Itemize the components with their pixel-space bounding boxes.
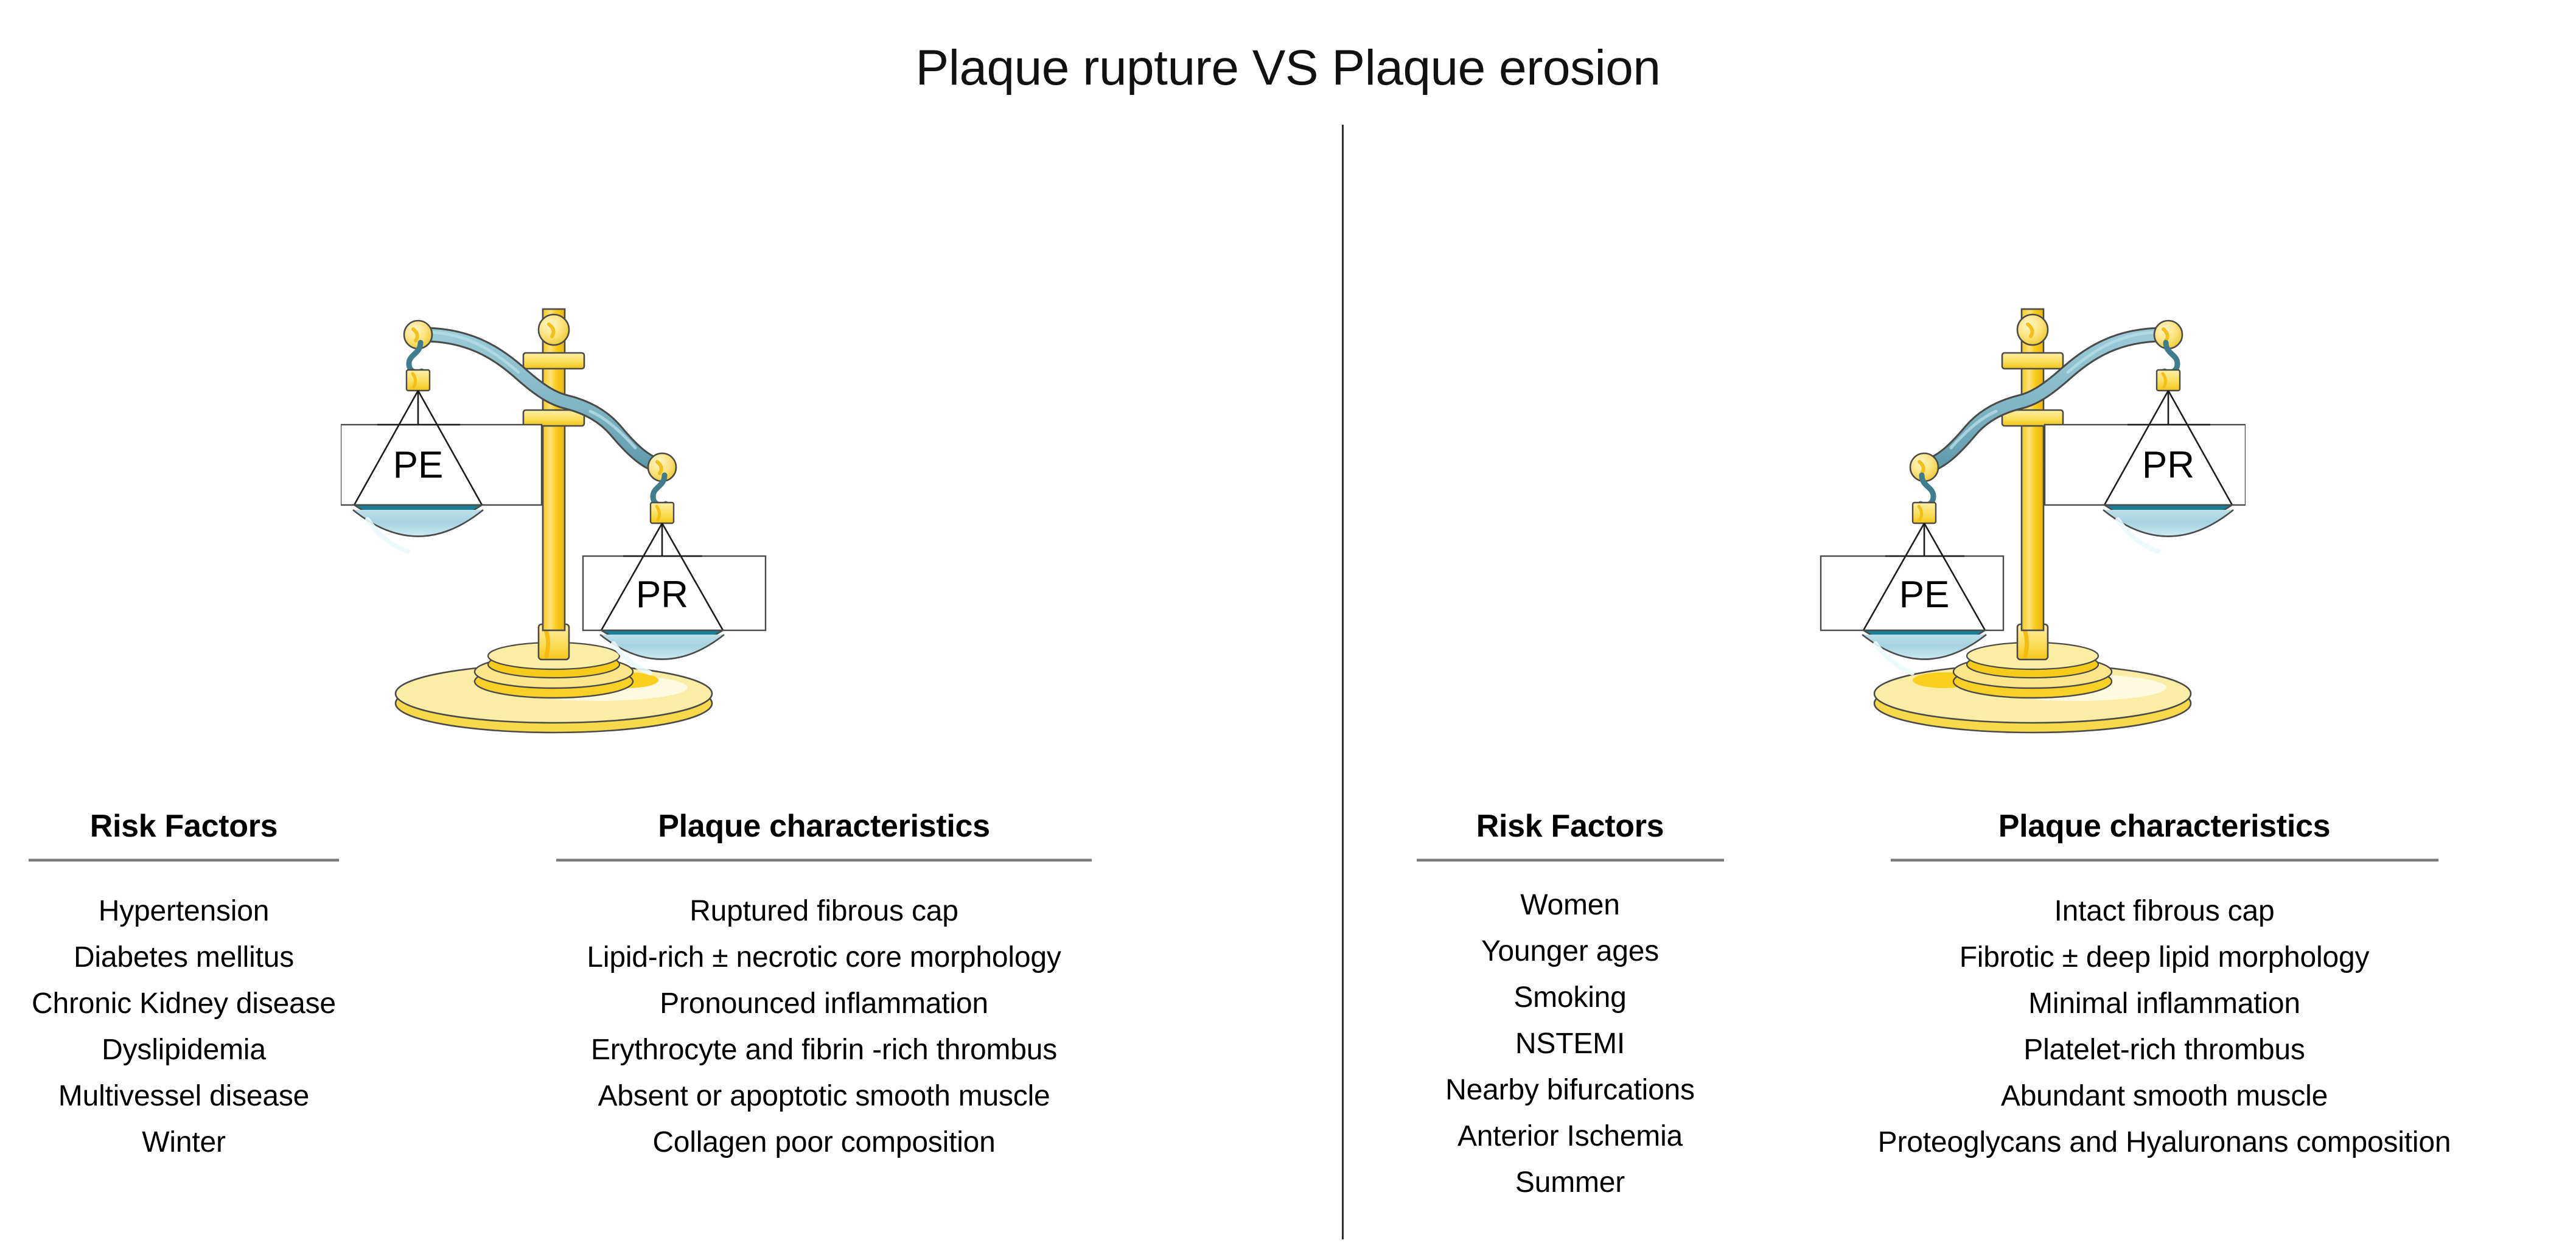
rupture-plaque-characteristics-panel: Plaque characteristics Ruptured fibrous … <box>368 809 1280 1166</box>
list-item: Winter <box>142 1126 226 1159</box>
section-rule <box>1890 858 2438 862</box>
vertical-divider <box>1342 125 1344 1239</box>
pan-label-pr: PR <box>2142 444 2194 486</box>
list-item: Intact fibrous cap <box>2054 895 2275 928</box>
balance-base <box>1873 623 2192 734</box>
section-heading: Plaque characteristics <box>658 809 990 844</box>
list-item: NSTEMI <box>1515 1028 1625 1060</box>
pan-group-pe: PE <box>1820 452 2005 675</box>
list-item: Lipid-rich ± necrotic core morphology <box>587 941 1061 974</box>
section-rule <box>29 858 339 862</box>
page-title: Plaque rupture VS Plaque erosion <box>915 40 1661 96</box>
balance-base <box>394 623 713 734</box>
balance-beam <box>1916 327 2176 475</box>
list-item: Younger ages <box>1481 935 1660 968</box>
balance-beam <box>410 327 670 475</box>
list-item: Women <box>1520 889 1620 922</box>
pe-label-box <box>1820 555 2005 632</box>
plaque-erosion-balance-illustration: PR PE <box>1820 262 2246 742</box>
list-item: Minimal inflammation <box>2028 987 2300 1020</box>
list-item: Collagen poor composition <box>652 1126 996 1159</box>
list-item: Pronounced inflammation <box>660 987 988 1020</box>
list-item: Nearby bifurcations <box>1445 1074 1695 1107</box>
section-heading: Risk Factors <box>1476 809 1664 844</box>
list-item: Summer <box>1515 1166 1625 1199</box>
list-item: Ruptured fibrous cap <box>689 895 958 928</box>
section-heading: Plaque characteristics <box>1998 809 2331 844</box>
list-item: Diabetes mellitus <box>73 941 295 974</box>
pan-label-pr: PR <box>636 574 688 616</box>
erosion-plaque-characteristics-panel: Plaque characteristics Intact fibrous ca… <box>1753 809 2576 1166</box>
pan-label-pe: PE <box>1899 574 1950 616</box>
pan-group-pr: PR <box>2044 319 2246 554</box>
list-item: Multivessel disease <box>58 1080 310 1113</box>
balance-column <box>2001 308 2064 632</box>
plaque-rupture-balance-illustration: PE PR <box>341 262 767 742</box>
list-item: Anterior Ischemia <box>1457 1120 1683 1153</box>
pan-group-pe: PE <box>341 319 543 554</box>
list-item: Hypertension <box>98 895 270 928</box>
list-item: Proteoglycans and Hyaluronans compositio… <box>1877 1126 2451 1159</box>
list-item: Fibrotic ± deep lipid morphology <box>1959 941 2370 974</box>
section-heading: Risk Factors <box>89 809 278 844</box>
section-rule <box>556 858 1092 862</box>
pan-group-pr: PR <box>582 452 767 675</box>
list-item: Abundant smooth muscle <box>2000 1080 2328 1113</box>
list-item: Smoking <box>1513 981 1627 1014</box>
balance-column <box>522 308 585 632</box>
list-item: Dyslipidemia <box>102 1034 266 1067</box>
list-item: Chronic Kidney disease <box>32 987 336 1020</box>
pr-label-box <box>582 555 767 632</box>
list-item: Platelet-rich thrombus <box>2023 1034 2305 1067</box>
pan-label-pe: PE <box>393 444 444 486</box>
section-rule <box>1416 858 1724 862</box>
list-item: Erythrocyte and fibrin -rich thrombus <box>590 1034 1058 1067</box>
pr-label-box <box>2044 423 2246 506</box>
list-item: Absent or apoptotic smooth muscle <box>598 1080 1050 1113</box>
